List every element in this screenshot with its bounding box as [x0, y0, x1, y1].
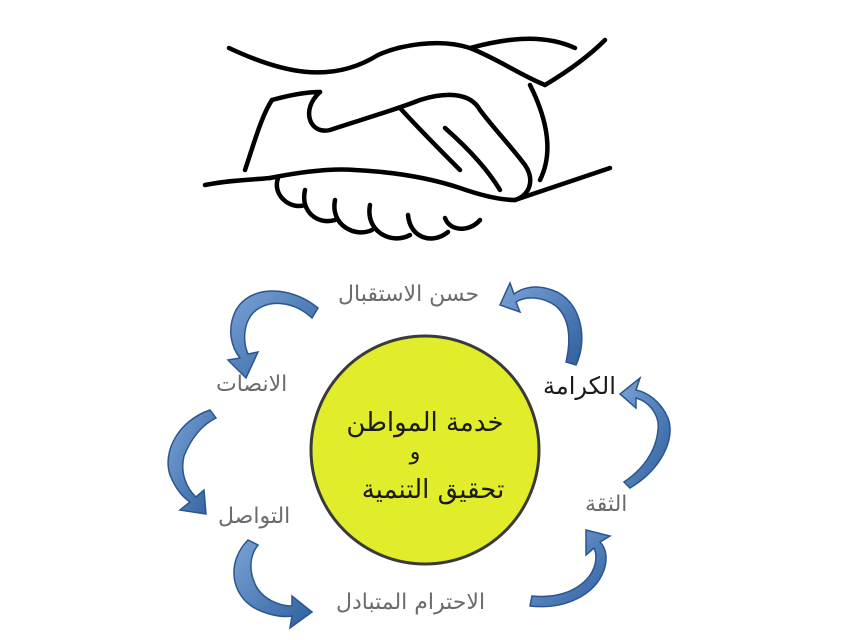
label-respect: الاحترام المتبادل — [336, 590, 486, 615]
label-reception: حسن الاستقبال — [338, 282, 480, 307]
center-title-line1: خدمة المواطن — [346, 408, 504, 438]
label-listening: الانصات — [216, 372, 288, 397]
arrow-listening-communication — [167, 409, 218, 515]
label-trust: الثقة — [585, 492, 628, 517]
arrow-dignity-reception — [498, 281, 583, 366]
label-dignity: الكرامة — [543, 372, 616, 400]
center-title-line2: و — [409, 440, 421, 465]
center-title-line3: تحقيق التنمية — [361, 475, 505, 505]
arrow-trust-dignity — [618, 375, 671, 489]
arrow-communication-respect — [233, 539, 314, 630]
label-communication: التواصل — [218, 504, 291, 529]
arrow-reception-listening — [226, 290, 319, 380]
arrow-respect-trust — [529, 529, 612, 608]
